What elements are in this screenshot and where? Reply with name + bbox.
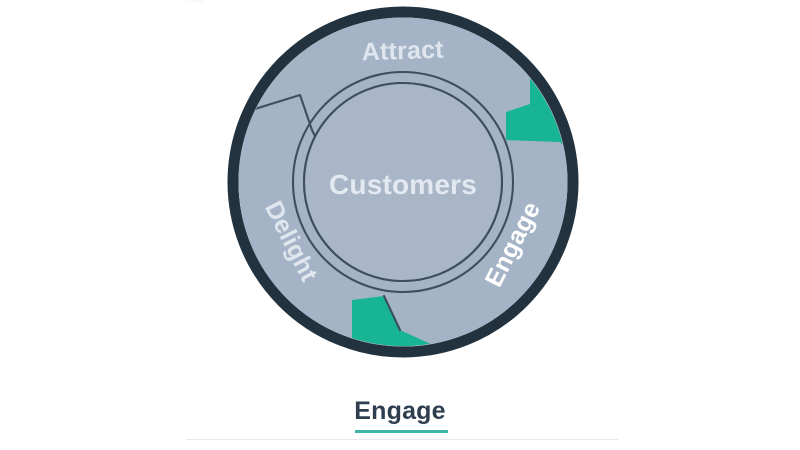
top-edge-artifact bbox=[186, 0, 204, 3]
center-hub-ring bbox=[302, 81, 504, 283]
segment-label-attract: Attract bbox=[361, 36, 444, 67]
center-hub[interactable] bbox=[304, 83, 502, 281]
bottom-divider bbox=[186, 439, 618, 440]
caption-title[interactable]: Engage bbox=[354, 397, 446, 425]
caption-underline bbox=[355, 430, 448, 433]
center-label-customers: Customers bbox=[329, 169, 477, 200]
flywheel-diagram: Attract Engage Delight Customers bbox=[227, 6, 579, 358]
outer-ring bbox=[227, 6, 579, 358]
caption-area: Engage bbox=[0, 380, 800, 450]
flywheel-svg: Attract Engage Delight Customers bbox=[227, 6, 579, 358]
